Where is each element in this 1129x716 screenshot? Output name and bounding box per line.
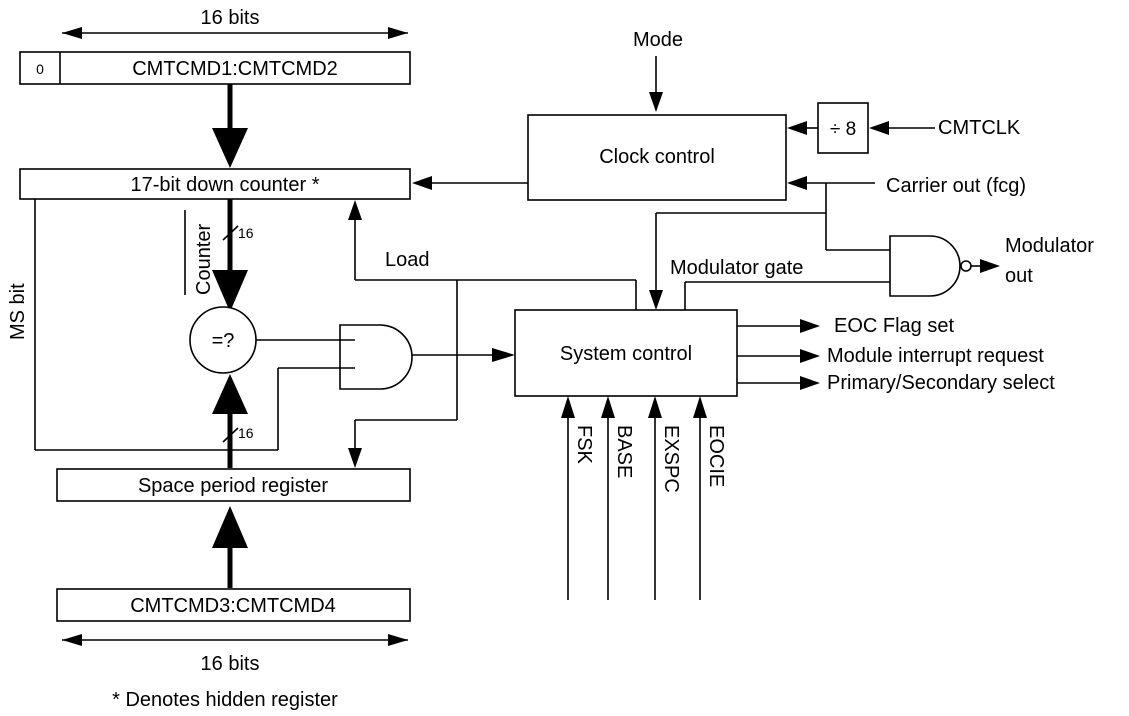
ms-bit-label: MS bit xyxy=(7,283,29,340)
carrier-out-label: Carrier out (fcg) xyxy=(886,175,1026,197)
down-counter-block: 17-bit down counter * xyxy=(19,168,411,200)
top-bits-label: 16 bits xyxy=(201,7,260,29)
register-bottom-label: CMTCMD3:CMTCMD4 xyxy=(130,595,336,617)
space-period-label: Space period register xyxy=(138,475,328,497)
space-period-bus: 16 xyxy=(212,374,254,468)
eocie-label: EOCIE xyxy=(705,425,727,487)
cmtclk-label: CMTCLK xyxy=(938,117,1021,139)
bottom-bits-span: 16 bits xyxy=(62,634,408,675)
modulator-gate-label: Modulator gate xyxy=(670,257,803,279)
counter-bus: 16 Counter xyxy=(184,199,254,312)
mode-input: Mode xyxy=(633,29,683,112)
module-irq-label: Module interrupt request xyxy=(827,345,1044,367)
space-bus-width: 16 xyxy=(238,425,254,441)
system-control-outputs: EOC Flag set Module interrupt request Pr… xyxy=(737,315,1055,394)
load-bus-arrow-top xyxy=(212,84,248,168)
compare-label: =? xyxy=(212,330,235,352)
load-bus-arrow-bottom xyxy=(212,506,248,588)
clock-control-block: Clock control xyxy=(527,114,787,201)
primary-secondary-label: Primary/Secondary select xyxy=(827,372,1055,394)
reserved-zero-bit: 0 xyxy=(36,61,44,77)
exspc-label: EXSPC xyxy=(660,425,682,493)
modulator-gate: Modulator gate Modulator out xyxy=(670,235,1094,310)
system-control-block: System control xyxy=(514,309,738,397)
load-path: Load xyxy=(348,200,637,468)
register-top-label: CMTCMD1:CMTCMD2 xyxy=(132,58,338,80)
and-gate-compare xyxy=(339,324,515,390)
counter-label: Counter xyxy=(193,224,215,295)
clock-to-counter-arrow xyxy=(412,176,528,190)
bottom-bits-label: 16 bits xyxy=(201,653,260,675)
carrier-out-signal: Carrier out (fcg) xyxy=(649,175,1026,310)
register-cmtcmd1-cmtcmd2: 0 CMTCMD1:CMTCMD2 xyxy=(19,51,411,85)
modulator-out-label-2: out xyxy=(1005,265,1033,287)
div8-label: ÷ 8 xyxy=(830,119,856,140)
base-label: BASE xyxy=(613,425,635,478)
prescaler-div8: ÷ 8 xyxy=(787,102,869,154)
compare-node: =? xyxy=(189,306,355,374)
eoc-flag-label: EOC Flag set xyxy=(834,315,954,337)
top-bits-span: 16 bits xyxy=(62,7,408,39)
clock-control-label: Clock control xyxy=(599,146,715,168)
control-bit-inputs: FSK BASE EXSPC EOCIE xyxy=(561,396,727,600)
fsk-label: FSK xyxy=(573,425,595,465)
mode-label: Mode xyxy=(633,29,683,51)
load-label: Load xyxy=(385,249,430,271)
counter-bus-width: 16 xyxy=(238,225,254,241)
system-control-label: System control xyxy=(560,343,692,365)
down-counter-label: 17-bit down counter * xyxy=(130,174,319,196)
space-period-register: Space period register xyxy=(56,468,411,502)
register-cmtcmd3-cmtcmd4: CMTCMD3:CMTCMD4 xyxy=(56,588,411,622)
footnote: * Denotes hidden register xyxy=(112,689,338,711)
cmtclk-input: CMTCLK xyxy=(869,117,1021,139)
ms-bit-path: MS bit xyxy=(7,199,355,451)
modulator-out-label-1: Modulator xyxy=(1005,235,1094,257)
